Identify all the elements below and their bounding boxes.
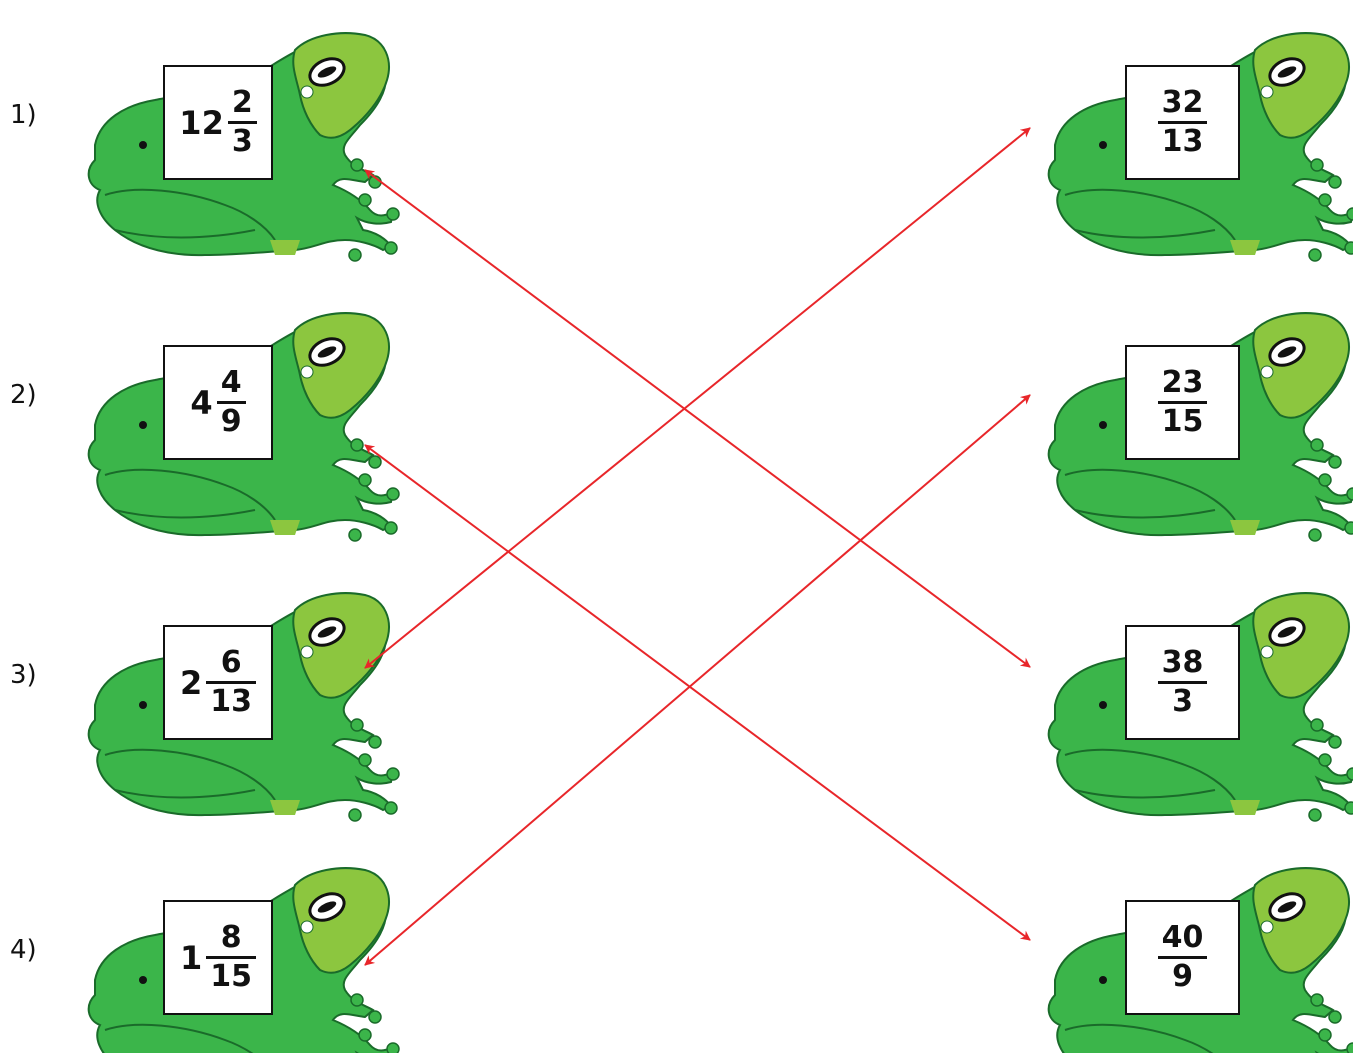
numerator: 40 bbox=[1158, 921, 1208, 955]
whole-number: 4 bbox=[190, 384, 212, 422]
numerator: 6 bbox=[217, 646, 246, 680]
numerator: 38 bbox=[1158, 646, 1208, 680]
denominator: 13 bbox=[1158, 125, 1208, 159]
denominator: 3 bbox=[228, 125, 257, 159]
denominator: 9 bbox=[1168, 960, 1197, 994]
row-number-1: 1) bbox=[10, 100, 37, 130]
numerator: 32 bbox=[1158, 86, 1208, 120]
whole-number: 2 bbox=[180, 664, 202, 702]
match-arrow-3-to-1 bbox=[365, 128, 1030, 668]
row-number-2: 2) bbox=[10, 380, 37, 410]
row-number-4: 4) bbox=[10, 935, 37, 965]
denominator: 13 bbox=[206, 685, 256, 719]
match-arrow-4-to-2 bbox=[365, 395, 1030, 965]
numerator: 8 bbox=[217, 921, 246, 955]
denominator: 9 bbox=[217, 405, 246, 439]
whole-number: 1 bbox=[180, 939, 202, 977]
numerator: 4 bbox=[217, 366, 246, 400]
numerator: 23 bbox=[1158, 366, 1208, 400]
whole-number: 12 bbox=[179, 104, 224, 142]
match-arrow-1-to-3 bbox=[365, 170, 1030, 667]
numerator: 2 bbox=[228, 86, 257, 120]
denominator: 15 bbox=[1158, 405, 1208, 439]
match-arrow-2-to-4 bbox=[365, 445, 1030, 940]
row-number-3: 3) bbox=[10, 660, 37, 690]
denominator: 3 bbox=[1168, 685, 1197, 719]
denominator: 15 bbox=[206, 960, 256, 994]
